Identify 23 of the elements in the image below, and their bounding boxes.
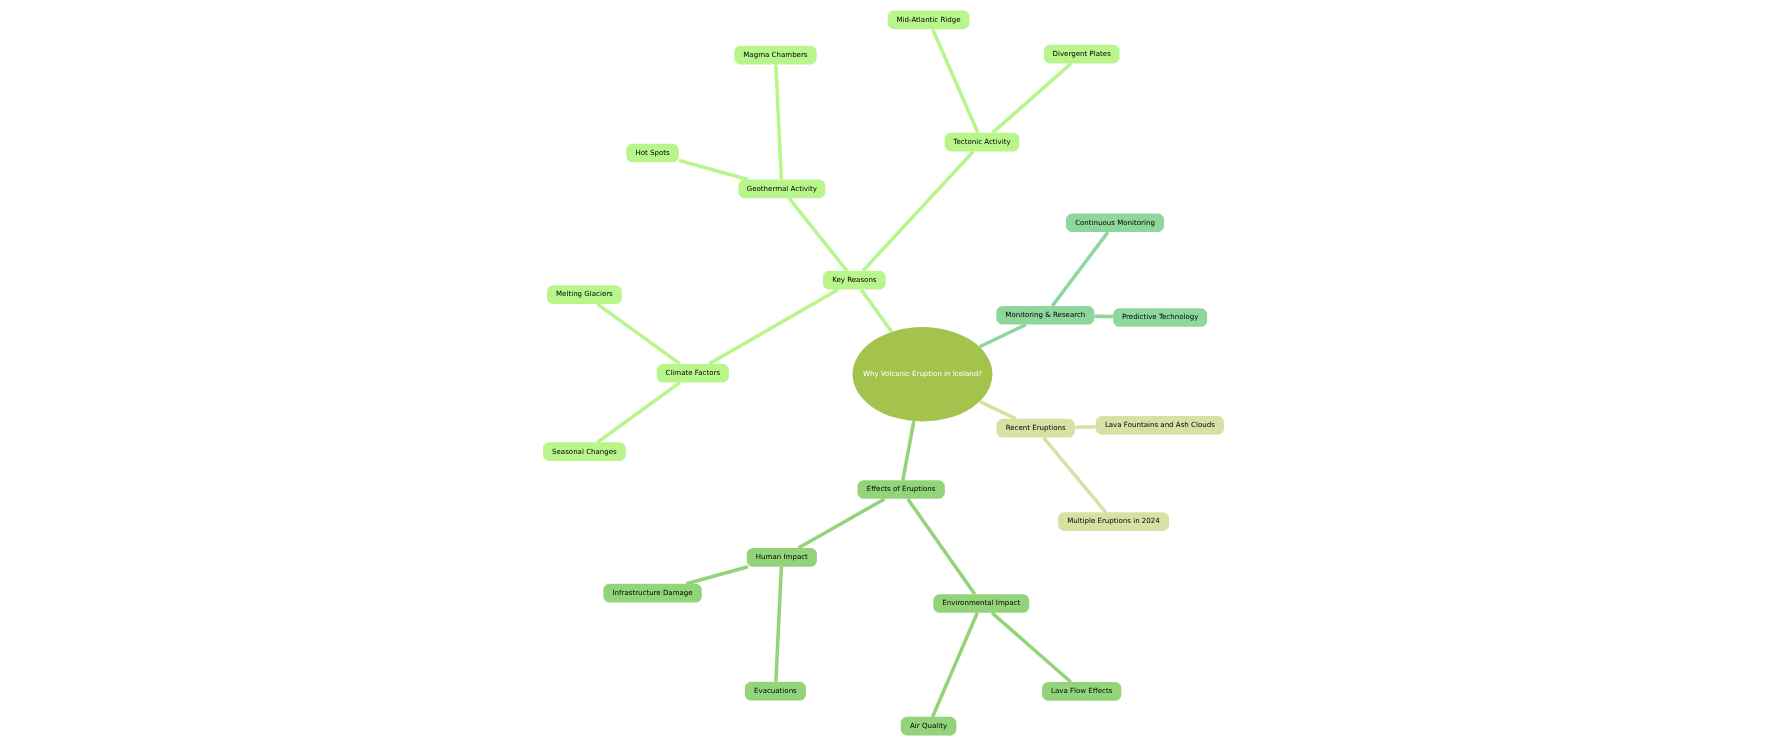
connector xyxy=(901,420,916,481)
connector xyxy=(1094,314,1114,319)
connector xyxy=(685,565,749,586)
connector xyxy=(931,28,980,134)
connector xyxy=(797,497,886,550)
connector xyxy=(678,158,749,182)
connector xyxy=(1042,436,1108,514)
connector xyxy=(978,323,1027,349)
connector xyxy=(596,302,681,366)
connector xyxy=(1074,425,1096,430)
connector xyxy=(861,150,975,272)
connector xyxy=(991,62,1073,134)
connector xyxy=(906,498,977,596)
connector xyxy=(596,381,681,444)
connector xyxy=(774,64,784,180)
connector xyxy=(990,611,1073,684)
connector xyxy=(708,288,839,366)
connector xyxy=(774,566,784,682)
connector xyxy=(978,399,1017,421)
connector xyxy=(859,288,894,333)
connector xyxy=(787,197,849,272)
connector xyxy=(931,612,979,718)
connector xyxy=(1050,231,1110,307)
